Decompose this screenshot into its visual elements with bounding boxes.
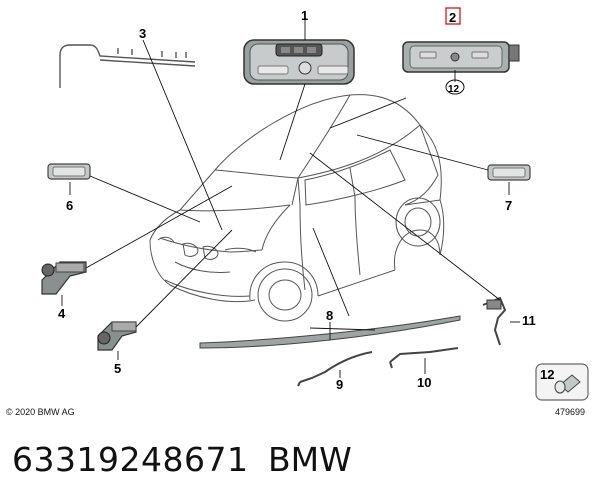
part-3-cable-strip <box>59 44 196 88</box>
callout-3: 3 <box>139 26 146 41</box>
brand-name: BMW <box>268 440 352 479</box>
part-6-lamp <box>47 163 91 180</box>
callout-6: 6 <box>66 198 73 213</box>
part-10-bracket <box>389 347 459 369</box>
part-number: 63319248671 <box>12 440 249 479</box>
part-8-trim-strip <box>199 315 461 349</box>
callout-12-box: 12 <box>540 367 554 382</box>
part-7-lamp <box>487 164 531 181</box>
leader-lines <box>61 20 520 378</box>
callout-5: 5 <box>114 361 121 376</box>
callout-2-highlight-box <box>445 7 461 25</box>
callout-1: 1 <box>301 8 308 23</box>
part-2-interior-light <box>402 41 520 73</box>
part-11-bracket <box>482 296 507 346</box>
callout-9: 9 <box>336 377 343 392</box>
callout-12-circle <box>445 79 465 95</box>
car-outline <box>149 94 445 322</box>
callout-labels: 1 2 3 4 5 6 7 8 9 10 11 12 12 <box>58 7 554 392</box>
callout-2: 2 <box>449 10 456 25</box>
callout-4: 4 <box>58 306 66 321</box>
callout-7: 7 <box>505 198 512 213</box>
part-12-bulb-box <box>535 363 589 401</box>
part-9-bracket <box>297 351 373 387</box>
part-1-roof-function-center <box>243 39 355 85</box>
part-5-sensor <box>97 321 137 351</box>
diagram-reference-number: 479699 <box>555 407 585 417</box>
part-4-sensor <box>41 261 87 295</box>
copyright-text: © 2020 BMW AG <box>6 407 75 417</box>
callout-12-top: 12 <box>448 84 460 95</box>
callout-10: 10 <box>417 375 431 390</box>
callout-8: 8 <box>326 308 333 323</box>
callout-11: 11 <box>522 313 536 328</box>
